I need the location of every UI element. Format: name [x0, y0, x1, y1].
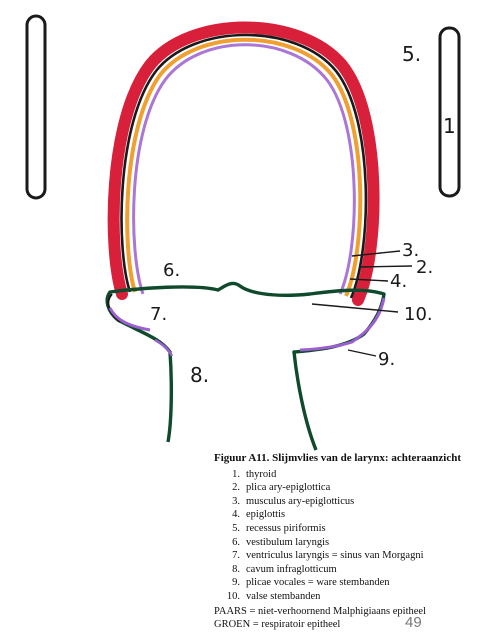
- leader-line-2: [359, 265, 413, 268]
- page-number: 49: [405, 614, 422, 631]
- caption-item-text: ventriculus laryngis = sinus van Morgagn…: [246, 550, 424, 562]
- caption-item-text: plicae vocales = ware stembanden: [246, 577, 390, 589]
- color-legend: PAARS = niet-verhoornend Malphigiaans ep…: [214, 605, 426, 631]
- label-4: 4.: [390, 271, 407, 292]
- leader-line-3: [351, 250, 401, 257]
- caption-item-number: 1.: [232, 468, 240, 480]
- legend-purple: PAARS = niet-verhoornend Malphigiaans ep…: [214, 606, 426, 617]
- caption-item-number: 2.: [232, 482, 240, 494]
- caption-item-text: cavum infraglotticum: [246, 563, 337, 575]
- red-layer-arch: [107, 21, 380, 306]
- caption-item-number: 6.: [232, 536, 240, 548]
- purple-layer-arch: [132, 43, 356, 295]
- leader-line-10: [311, 303, 399, 313]
- caption-item-number: 4.: [232, 509, 240, 521]
- caption-item: 7. ventriculus laryngis = sinus van Morga…: [214, 549, 494, 563]
- caption-item: 9. plicae vocales = ware stembanden: [214, 576, 494, 590]
- caption-item-text: plica ary-epiglottica: [246, 482, 331, 494]
- caption-item-text: musculus ary-epiglotticus: [246, 495, 355, 507]
- caption-item-number: 7.: [232, 550, 240, 562]
- caption-item: 4. epiglottis: [214, 508, 494, 522]
- label-2: 2.: [416, 257, 433, 278]
- figure-caption: Figuur A11. Slijmvlies van de larynx: ac…: [214, 452, 494, 604]
- label-8: 8.: [190, 363, 209, 387]
- caption-item: 10. valse stembanden: [214, 590, 494, 604]
- caption-item: 8. cavum infraglotticum: [214, 563, 494, 577]
- black-muscle-line-arch: [120, 33, 368, 299]
- leader-line-4: [349, 278, 389, 282]
- caption-item: 1. thyroid: [214, 468, 494, 482]
- label-3: 3.: [402, 240, 419, 261]
- label-6: 6.: [163, 260, 180, 281]
- label-9: 9.: [378, 349, 395, 370]
- caption-item-number: 9.: [232, 577, 240, 589]
- purple-vocal-fold-right: [299, 297, 386, 352]
- caption-item-number: 5.: [232, 522, 240, 534]
- right-thyroid-plate: [438, 26, 461, 198]
- caption-item-text: epiglottis: [246, 509, 286, 521]
- caption-list: 1. thyroid 2. plica ary-epiglottica 3. muscul…: [214, 468, 494, 604]
- caption-item-number: 8.: [232, 563, 240, 575]
- caption-item-text: vestibulum laryngis: [246, 536, 330, 548]
- caption-title: Figuur A11. Slijmvlies van de larynx: ac…: [214, 452, 461, 464]
- caption-item: 3. musculus ary-epiglotticus: [214, 495, 494, 509]
- caption-item: 2. plica ary-epiglottica: [214, 481, 494, 495]
- caption-item: 6. vestibulum laryngis: [214, 536, 494, 550]
- caption-item-text: thyroid: [246, 468, 277, 480]
- purple-lower-left: [154, 338, 174, 357]
- orange-layer-arch: [125, 37, 363, 297]
- green-mucosa-outline: [105, 281, 386, 451]
- left-thyroid-plate: [25, 14, 47, 200]
- label-1: 1.: [443, 114, 462, 138]
- leader-line-9: [347, 349, 377, 357]
- black-overlay-outline: [107, 293, 121, 323]
- caption-item-number: 3.: [232, 495, 240, 507]
- label-10: 10.: [404, 304, 433, 325]
- caption-item-number: 10.: [226, 590, 240, 602]
- caption-item: 5. recessus piriformis: [214, 522, 494, 536]
- label-7: 7.: [150, 304, 167, 325]
- purple-vocal-fold-left: [108, 307, 151, 332]
- caption-item-text: valse stembanden: [246, 590, 321, 602]
- legend-green: GROEN = respiratoir epitheel: [214, 619, 341, 630]
- label-5: 5.: [402, 42, 421, 66]
- caption-item-text: recessus piriformis: [246, 522, 326, 534]
